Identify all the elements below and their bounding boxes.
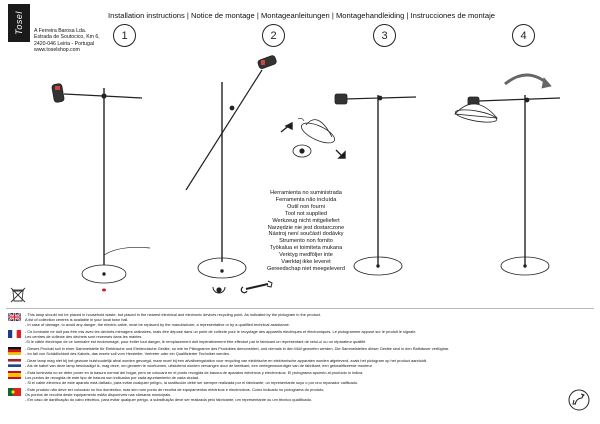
notice-french: - Ce luminaire ne doit pas être mis avec…	[8, 329, 586, 344]
hand-recycle-icon	[568, 389, 590, 411]
address-line: Estrada de Soutocico, Km 6,	[34, 34, 100, 41]
flag-uk-icon	[8, 313, 21, 321]
tool-not-supplied-notice: Herramienta no suministrada Ferramenta n…	[266, 190, 346, 272]
notice-portuguese: - Este produto não deve ser colocado no …	[8, 387, 586, 402]
notice-german: - Dieses Produkt soll in einer Sammelste…	[8, 346, 586, 356]
address-line: 2420-046 Leiria - Portugal	[34, 40, 94, 47]
divider	[6, 308, 594, 309]
notice-english: - This lamp should not be placed in hous…	[8, 312, 586, 327]
flag-netherlands-icon	[8, 359, 21, 367]
step4-lamp-illustration	[454, 73, 561, 276]
notice-dutch: - Deze lamp mag niet bij het gewone huis…	[8, 358, 586, 368]
step-number-1: 1	[113, 24, 136, 47]
step1-lamp-illustration	[51, 83, 151, 292]
flag-germany-icon	[8, 347, 21, 355]
step-number-2: 2	[262, 24, 285, 47]
page-title: Installation instructions | Notice de mo…	[108, 11, 495, 20]
notice-spanish: - Esta luminaria no se debe poner en la …	[8, 370, 586, 385]
safety-notices: - This lamp should not be placed in hous…	[8, 312, 586, 404]
step2-lamp-illustration	[185, 55, 277, 294]
step3-lamp-illustration	[280, 93, 417, 276]
brand-logo: Tosel	[8, 4, 30, 42]
step-number-3: 3	[373, 24, 396, 47]
flag-portugal-icon	[8, 388, 21, 396]
address-line: A Ferreira Barosa Lda.	[34, 28, 87, 34]
website-link[interactable]: www.toselshop.com	[34, 47, 80, 54]
company-address: A Ferreira Barosa Lda. Estrada de Soutoc…	[8, 28, 100, 54]
recycle-bin-crossed-icon	[10, 287, 26, 303]
step-number-4: 4	[512, 24, 535, 47]
flag-spain-icon	[8, 371, 21, 379]
flag-france-icon	[8, 330, 21, 338]
